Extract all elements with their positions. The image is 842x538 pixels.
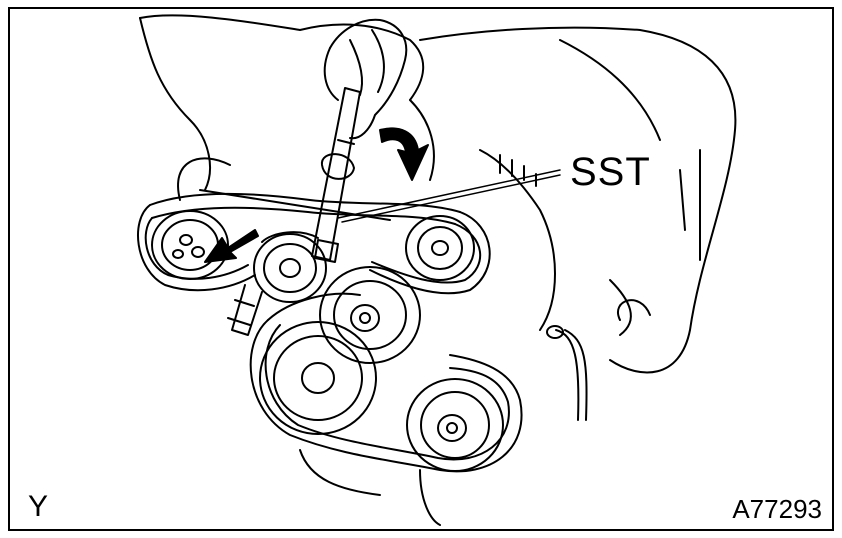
sst-tool (311, 87, 361, 263)
crankshaft-pulley (259, 321, 377, 435)
center-pulley (319, 266, 421, 364)
rotation-arrows (204, 127, 429, 263)
figure-frame (8, 7, 834, 531)
engine-block-outline (139, 14, 737, 374)
hand-outline (323, 18, 408, 140)
figure-id: A77293 (732, 494, 822, 524)
left-arrow (204, 229, 259, 263)
lower-belt (249, 292, 523, 473)
lower-right-pulley (406, 378, 504, 472)
callout-leader-lines (337, 169, 561, 223)
upper-belt (137, 192, 491, 295)
corner-label: Y (28, 490, 49, 523)
clockwise-arrow (379, 127, 429, 181)
callout-label-sst: SST (570, 150, 651, 194)
tensioner-pulley (253, 231, 327, 303)
upper-right-pulley (405, 215, 475, 281)
side-fittings (227, 284, 588, 526)
